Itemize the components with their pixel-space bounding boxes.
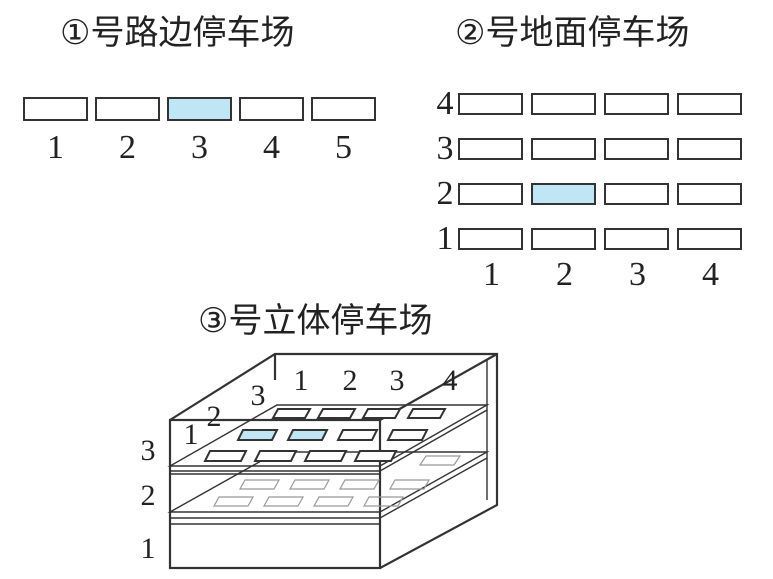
lot1-slot-label: 2	[119, 129, 136, 166]
lot3-row-label: 3	[251, 379, 266, 412]
lot2-row-label: 4	[437, 85, 454, 122]
lot1-labels: 1 2 3 4 5	[47, 129, 352, 166]
lot2-slot-r4-c1	[458, 93, 523, 115]
lot3-floor-label: 1	[141, 532, 156, 565]
lot2-slot-r3-c3	[604, 138, 669, 160]
lot2-slot-r1-c2	[531, 228, 596, 250]
lot3-f2-slot	[388, 479, 431, 490]
lot3-f3-r-back-slot	[361, 408, 402, 419]
lot2-row-label: 2	[437, 175, 454, 212]
lot2-slot-r2-c2	[531, 183, 596, 205]
lot3-col-label: 1	[294, 364, 309, 397]
lot2: ②号地面停车场 4 3 2 1 1 2 3 4	[437, 13, 742, 293]
floor3-deck	[167, 404, 490, 467]
lot3-f2-slot	[288, 479, 331, 490]
lot2-row-labels: 4 3 2 1	[437, 85, 454, 257]
lot2-slot-r3-c4	[677, 138, 742, 160]
lot3-f3-r-back-slot	[271, 408, 312, 419]
lot3-building	[167, 352, 499, 570]
lot2-slot-r1-c3	[604, 228, 669, 250]
lot3-f2-slot	[362, 496, 405, 507]
lot3-f2-slot	[212, 496, 255, 507]
lot3-f3-front-slot	[203, 450, 248, 462]
lot2-title: ②号地面停车场	[455, 13, 689, 53]
lot2-slot-r3-c2	[531, 138, 596, 160]
lot2-slots	[458, 93, 742, 250]
lot1-slot-label: 5	[335, 129, 352, 166]
lot1-slots	[23, 97, 376, 121]
lot3-f3-r1-c1	[236, 429, 279, 441]
lot2-slot-r4-c4	[677, 93, 742, 115]
lot3-title: ③号立体停车场	[198, 301, 432, 341]
lot2-col-labels: 1 2 3 4	[483, 256, 719, 293]
lot2-col-label: 1	[483, 256, 500, 293]
lot3-f3-front-slot	[303, 450, 348, 462]
lot3-col-label: 3	[390, 364, 405, 397]
lot2-row-label: 3	[437, 130, 454, 167]
lot3-f2-slot	[312, 496, 355, 507]
lot3-f3-front-slot	[253, 450, 298, 462]
lot2-slot-r1-c4	[677, 228, 742, 250]
lot3-row-label: 1	[184, 418, 199, 451]
lot3-floor-label: 2	[141, 479, 156, 512]
lot3-f3-r1-c3	[336, 429, 379, 441]
lot3-f3-side-slot	[418, 455, 462, 466]
lot1-slot-label: 4	[263, 129, 280, 166]
lot3-f3-r1-c4	[386, 429, 429, 441]
lot2-row-label: 1	[437, 220, 454, 257]
lot2-slot-r2-c1	[458, 183, 523, 205]
lot2-col-label: 4	[702, 256, 719, 293]
lot3-f3-r1-c2	[286, 429, 329, 441]
lot1-slot-4	[239, 97, 304, 121]
lot2-slot-r4-c3	[604, 93, 669, 115]
lot2-slot-r1-c1	[458, 228, 523, 250]
lot3-f3-r-back-slot	[406, 408, 447, 419]
lot3-f2-slot	[262, 496, 305, 507]
lot3-f2-slot	[238, 479, 281, 490]
lot3-f3-r-back-slot	[316, 408, 357, 419]
lot1-slot-1	[23, 97, 88, 121]
lot1-slot-2	[95, 97, 160, 121]
lot3-floor-label: 3	[141, 434, 156, 467]
lot2-slot-r2-c3	[604, 183, 669, 205]
lot1-slot-label: 1	[47, 129, 64, 166]
lot3-col-label: 4	[443, 364, 458, 397]
lot3-col-label: 2	[343, 364, 358, 397]
lot2-slot-r2-c4	[677, 183, 742, 205]
lot2-slot-r3-c1	[458, 138, 523, 160]
lot1-slot-5	[311, 97, 376, 121]
lot1-title: ①号路边停车场	[60, 13, 294, 53]
lot3-row-label: 2	[207, 400, 222, 433]
lot2-col-label: 2	[556, 256, 573, 293]
lot1-slot-label: 3	[191, 129, 208, 166]
lot1: ①号路边停车场 1 2 3 4 5	[23, 13, 376, 166]
lot2-col-label: 3	[629, 256, 646, 293]
lot3-f2-slot	[338, 479, 381, 490]
lot2-slot-r4-c2	[531, 93, 596, 115]
floor2-deck	[167, 451, 490, 513]
floor3-deck-side	[379, 409, 488, 472]
lot3-slots	[203, 408, 462, 507]
floor2-deck-side	[379, 457, 488, 519]
lot3-f3-front-slot	[353, 450, 398, 462]
lot1-slot-3	[167, 97, 232, 121]
